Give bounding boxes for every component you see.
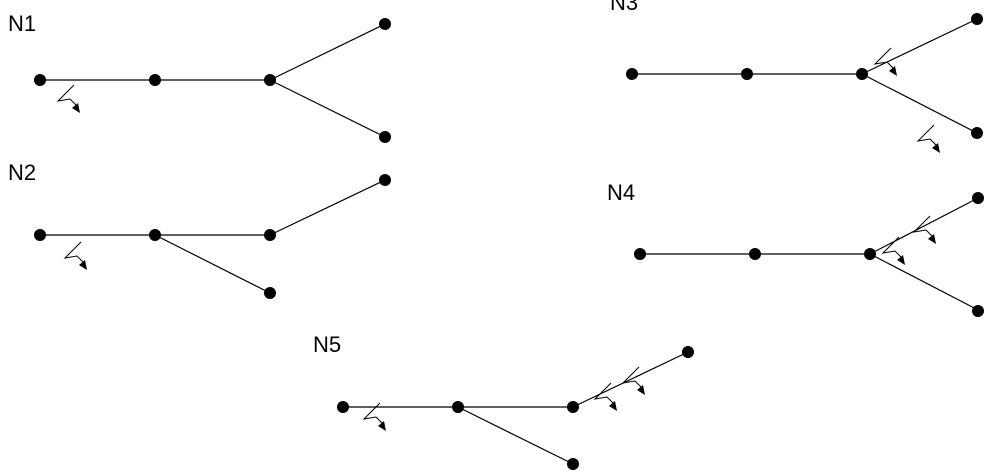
node — [567, 458, 579, 470]
edge — [269, 23, 386, 81]
node — [264, 287, 276, 299]
edge — [154, 234, 271, 294]
edge — [269, 79, 386, 138]
node — [864, 248, 876, 260]
network-n5: N5 — [313, 332, 694, 470]
edges-n2 — [40, 179, 386, 294]
node — [749, 248, 761, 260]
node — [337, 401, 349, 413]
edge — [869, 253, 981, 312]
node — [34, 74, 46, 86]
node — [856, 68, 868, 80]
edge — [861, 18, 978, 75]
node — [34, 229, 46, 241]
network-label-n3: N3 — [610, 0, 638, 15]
edges-n5 — [343, 351, 689, 465]
nodes-n5 — [337, 346, 694, 470]
network-n1: N1 — [8, 11, 391, 143]
nodes-n3 — [626, 13, 983, 139]
network-label-n5: N5 — [313, 332, 341, 357]
nodes-n4 — [634, 192, 984, 317]
node — [379, 131, 391, 143]
node — [264, 229, 276, 241]
edges-n1 — [40, 23, 386, 138]
node — [264, 74, 276, 86]
node — [634, 248, 646, 260]
node — [149, 229, 161, 241]
node — [971, 13, 983, 25]
edge — [269, 179, 386, 236]
node — [972, 192, 984, 204]
network-n4: N4 — [607, 180, 984, 317]
network-label-n2: N2 — [8, 160, 36, 185]
edges-n3 — [632, 18, 978, 134]
node — [567, 401, 579, 413]
edge — [861, 73, 978, 134]
node — [626, 68, 638, 80]
edge — [457, 406, 574, 465]
node — [741, 68, 753, 80]
node — [682, 346, 694, 358]
node — [972, 305, 984, 317]
node — [379, 174, 391, 186]
node — [379, 18, 391, 30]
nodes-n1 — [34, 18, 391, 143]
network-label-n1: N1 — [8, 11, 36, 36]
network-n2: N2 — [8, 160, 391, 299]
fault-lightning-icon — [64, 241, 88, 271]
fault-lightning-icon — [57, 84, 81, 114]
fault-lightning-icon — [874, 47, 898, 77]
edges-n4 — [640, 196, 981, 312]
network-n3: N3 — [610, 0, 983, 154]
node — [149, 74, 161, 86]
node — [971, 127, 983, 139]
nodes-n2 — [34, 174, 391, 299]
fault-lightning-icon — [917, 124, 941, 154]
edge — [869, 196, 981, 255]
node — [452, 401, 464, 413]
network-label-n4: N4 — [607, 180, 635, 205]
edge — [572, 351, 689, 408]
